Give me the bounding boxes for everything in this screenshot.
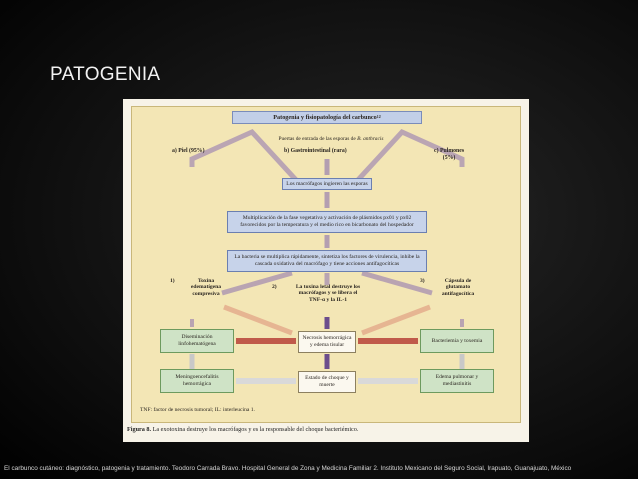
capsule-line-1: Cápsula de [444,278,472,284]
toxin-number: 1) [170,278,175,284]
toxin-label: 1) Toxina edematígena compresiva [170,278,236,297]
bacteremia-box: Bacteriemia y toxemia [420,329,494,353]
lethal-line-2: macrófagos y se libera el [298,290,358,297]
lethal-line-3: TNF-α y la IL-1 [308,296,348,303]
multiplication-box: Multiplicación de la fase vegetativa y a… [227,211,427,233]
capsule-line-3: antifagocítica [441,290,475,297]
route-lungs-line-2: (5%) [442,154,456,161]
arrow-toxin-necrosis [223,304,293,336]
lethal-toxin-label: 2) La toxina letal destruye los macrófag… [272,284,376,303]
lethal-number: 2) [272,284,277,290]
dissemination-box: Diseminación linfohematógena [160,329,234,353]
figure-caption-label: Figura 8. [127,426,152,433]
capsule-number: 3) [420,278,425,284]
pulmonary-edema-box: Edema pulmonar y mediastinitis [420,369,494,393]
route-skin: a) Piel (95%) [172,148,205,154]
entry-label-organism: B. anthracis [357,136,384,142]
diagram-legend: TNF: factor de necrosis tumoral; IL: int… [140,407,255,413]
diagram-arrows [189,128,465,384]
lethal-line-1: La toxina letal destruye los [295,284,361,290]
toxin-line-1: Toxina [197,278,215,284]
diagram-header-ref: 12 [376,114,381,120]
route-lungs-line-1: c) Pulmones [434,148,465,154]
route-lungs: c) Pulmones (5%) [434,148,464,161]
figure-caption-text: La exotoxina destruye los macrófagos y e… [152,426,359,433]
bacteria-box: La bacteria se multiplica rápidamente, s… [227,250,427,272]
arrow-skin [189,128,299,183]
toxin-line-3: compresiva [192,290,220,297]
arrow-to-toxin [221,270,293,296]
arrow-lungs [355,128,465,183]
shock-box: Estado de choque y muerte [298,371,356,393]
route-gi: b) Gastrointestinal (rara) [284,148,347,154]
meningoencephalitis-box: Meningoencefalitis hemorrágica [160,369,234,393]
entry-label: Puertas de entrada de las esporas de B. … [256,136,406,142]
capsule-line-2: glutamato [445,284,471,291]
diagram-header-text: Patogenia y fisiopatología del carbunco [273,113,377,121]
slide-title: PATOGENIA [50,64,161,85]
toxin-line-2: edematígena [190,284,222,291]
entry-label-text: Puertas de entrada de las esporas de [278,136,356,142]
arrow-to-capsule [361,270,433,296]
capsule-label: 3) Cápsula de glutamato antifagocítica [420,278,488,297]
slide-footer-citation: El carbunco cutáneo: diagnóstico, patoge… [4,465,572,472]
macrophages-box: Los macrófagos ingieren las esporas [282,178,372,190]
arrow-capsule-necrosis [361,304,431,336]
necrosis-box: Necrosis hemorrágica y edema tisular [298,331,356,353]
figure-caption: Figura 8. La exotoxina destruye los macr… [127,426,525,433]
